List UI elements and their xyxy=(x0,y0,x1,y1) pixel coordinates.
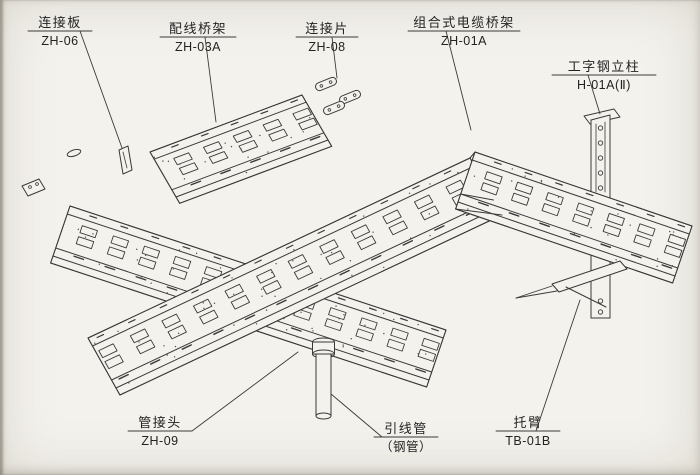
label-wiring-tray-code: ZH-03A xyxy=(174,40,222,54)
label-combined-cable-tray-name: 组合式电缆桥架 xyxy=(413,15,515,30)
label-combined-cable-tray-code: ZH-01A xyxy=(440,34,488,48)
label-connection-piece-code: ZH-08 xyxy=(308,40,346,54)
label-pipe-joint-name: 管接头 xyxy=(138,415,182,430)
label-lead-pipe: 引线管 （钢管） xyxy=(374,420,438,455)
label-support-arm: 托臂 TB-01B xyxy=(496,414,560,449)
label-support-arm-code: TB-01B xyxy=(505,434,551,448)
label-pipe-joint: 管接头 ZH-09 xyxy=(128,414,192,449)
label-connection-plate-code: ZH-06 xyxy=(41,34,79,48)
label-connection-plate: 连接板 ZH-06 xyxy=(28,14,92,49)
callout-lines xyxy=(27,30,657,438)
main-tray-right-arm xyxy=(455,151,693,284)
label-connection-piece-name: 连接片 xyxy=(305,21,349,36)
label-wiring-tray: 配线桥架 ZH-03A xyxy=(160,20,236,55)
connection-plates xyxy=(21,145,133,197)
label-i-beam-column: 工字钢立柱 H-01A(Ⅱ) xyxy=(552,58,656,93)
label-wiring-tray-name: 配线桥架 xyxy=(168,21,227,36)
label-pipe-joint-code: ZH-09 xyxy=(141,434,179,448)
wiring-tray-exploded xyxy=(149,94,333,204)
pipe-joint xyxy=(312,337,335,359)
connection-pieces xyxy=(315,76,361,116)
label-connection-piece: 连接片 ZH-08 xyxy=(296,20,358,55)
label-i-beam-column-name: 工字钢立柱 xyxy=(567,59,641,74)
elbow-joint xyxy=(455,151,503,216)
lead-pipe xyxy=(315,353,332,420)
label-lead-pipe-name: 引线管 xyxy=(384,421,428,436)
label-lead-pipe-code: （钢管） xyxy=(379,440,432,454)
support-arm-bracket xyxy=(515,260,628,308)
label-i-beam-column-code: H-01A(Ⅱ) xyxy=(577,78,631,92)
label-connection-plate-name: 连接板 xyxy=(38,15,82,30)
label-support-arm-name: 托臂 xyxy=(513,415,543,430)
label-combined-cable-tray: 组合式电缆桥架 ZH-01A xyxy=(408,14,520,49)
